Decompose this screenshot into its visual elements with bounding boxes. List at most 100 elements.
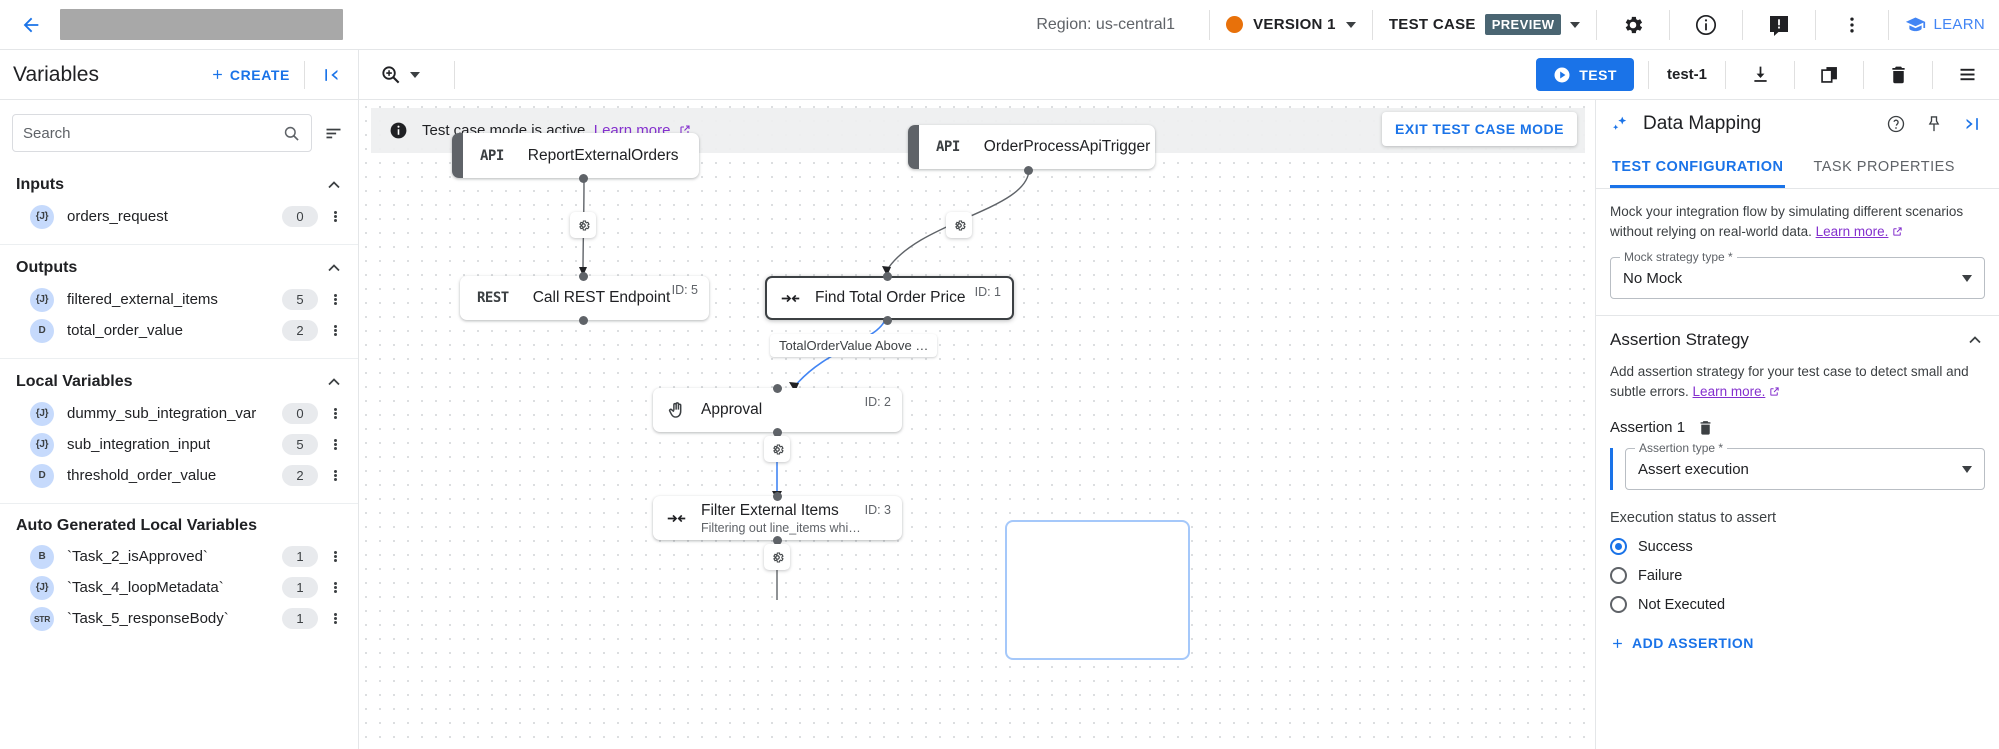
info-icon[interactable] — [1686, 5, 1726, 45]
more-vert-icon[interactable] — [324, 292, 346, 306]
node-report-external-orders[interactable]: API ReportExternalOrders — [452, 133, 699, 178]
edge-gear-icon[interactable] — [570, 212, 596, 238]
node-output-port[interactable] — [1024, 166, 1033, 175]
radio-option-not-executed[interactable]: Not Executed — [1596, 596, 1999, 614]
chevron-down-icon — [1962, 465, 1972, 473]
loop-container-box[interactable] — [1005, 520, 1190, 660]
variable-name: sub_integration_input — [67, 436, 211, 453]
more-vert-icon[interactable] — [324, 611, 346, 625]
collapse-right-icon[interactable] — [1959, 111, 1985, 137]
list-icon[interactable] — [1947, 55, 1987, 95]
delete-assertion-button[interactable] — [1697, 419, 1714, 436]
chevron-down-icon — [410, 71, 420, 78]
node-input-port[interactable] — [883, 272, 892, 281]
version-status-dot-icon — [1226, 16, 1244, 33]
variable-section-header[interactable]: Auto Generated Local Variables — [0, 504, 358, 541]
copy-icon[interactable] — [1809, 55, 1849, 95]
variable-row[interactable]: STR`Task_5_responseBody`1 — [0, 603, 358, 634]
radio-option-failure[interactable]: Failure — [1596, 567, 1999, 585]
version-selector[interactable]: VERSION 1 — [1226, 16, 1356, 33]
node-output-port[interactable] — [579, 316, 588, 325]
node-input-port[interactable] — [773, 384, 782, 393]
test-button[interactable]: TEST — [1536, 58, 1634, 91]
search-input[interactable] — [23, 124, 276, 142]
variable-name: `Task_5_responseBody` — [67, 610, 229, 627]
more-vert-icon[interactable] — [324, 468, 346, 482]
assertion-learn-more-link[interactable]: Learn more. — [1692, 383, 1766, 399]
node-find-total-order-price[interactable]: Find Total Order Price ID: 1 — [765, 276, 1014, 320]
test-case-selector[interactable]: TEST CASE PREVIEW — [1389, 14, 1581, 35]
divider — [1596, 9, 1598, 40]
variable-count-pill: 1 — [282, 608, 318, 629]
trash-icon[interactable] — [1878, 55, 1918, 95]
node-output-port[interactable] — [579, 174, 588, 183]
node-input-port[interactable] — [773, 492, 782, 501]
edge-condition-label[interactable]: TotalOrderValue Above … — [770, 334, 938, 357]
assertion-type-legend: Assertion type * — [1635, 441, 1728, 456]
create-variable-button[interactable]: CREATE — [210, 67, 290, 83]
flow-canvas[interactable]: Test case mode is active. Learn more. EX… — [359, 100, 1595, 749]
more-vert-icon[interactable] — [324, 437, 346, 451]
node-output-port[interactable] — [883, 316, 892, 325]
divider — [1742, 9, 1744, 40]
version-label: VERSION 1 — [1253, 16, 1336, 33]
data-mapping-icon — [1613, 116, 1627, 130]
variable-count-pill: 0 — [282, 403, 318, 424]
download-icon[interactable] — [1740, 55, 1780, 95]
node-call-rest-endpoint[interactable]: REST Call REST Endpoint ID: 5 — [460, 276, 709, 320]
divider — [1815, 9, 1817, 40]
tab-task-properties[interactable]: TASK PROPERTIES — [1813, 159, 1955, 175]
variable-row[interactable]: {J}`Task_4_loopMetadata`1 — [0, 572, 358, 603]
test-case-name[interactable]: test-1 — [1666, 66, 1707, 83]
node-subtitle: Filtering out line_items whi… — [701, 520, 861, 535]
pin-icon[interactable] — [1921, 111, 1947, 137]
divider — [1371, 9, 1373, 40]
mock-learn-more-link[interactable]: Learn more. — [1815, 223, 1889, 239]
variable-section-header[interactable]: Outputs — [0, 245, 358, 284]
variable-section-header[interactable]: Inputs — [0, 162, 358, 201]
more-vert-icon[interactable] — [324, 580, 346, 594]
mock-strategy-select[interactable]: Mock strategy type * No Mock — [1610, 250, 1985, 300]
radio-option-success[interactable]: Success — [1596, 538, 1999, 556]
learn-button[interactable]: LEARN — [1905, 14, 1985, 35]
zoom-control[interactable] — [359, 63, 440, 86]
assertion-type-select[interactable]: Assertion type * Assert execution — [1625, 441, 1985, 491]
back-arrow-icon[interactable] — [14, 8, 48, 42]
more-vert-icon[interactable] — [1832, 5, 1872, 45]
variable-row[interactable]: B`Task_2_isApproved`1 — [0, 541, 358, 572]
edge-gear-icon[interactable] — [764, 436, 790, 462]
edge-gear-icon[interactable] — [946, 212, 972, 238]
edge-gear-icon[interactable] — [764, 544, 790, 570]
tab-test-configuration[interactable]: TEST CONFIGURATION — [1610, 148, 1786, 188]
more-vert-icon[interactable] — [324, 209, 346, 223]
add-assertion-button[interactable]: ADD ASSERTION — [1596, 635, 1999, 651]
search-box[interactable] — [12, 114, 312, 152]
more-vert-icon[interactable] — [324, 323, 346, 337]
node-input-port[interactable] — [579, 272, 588, 281]
more-vert-icon[interactable] — [324, 549, 346, 563]
sort-icon[interactable] — [320, 120, 346, 146]
node-filter-external-items[interactable]: Filter External Items Filtering out line… — [653, 496, 902, 540]
exit-test-case-mode-button[interactable]: EXIT TEST CASE MODE — [1382, 112, 1577, 146]
collapse-left-icon[interactable] — [319, 62, 345, 88]
plus-icon — [1613, 638, 1622, 648]
divider — [1863, 60, 1864, 89]
assertion-strategy-header[interactable]: Assertion Strategy — [1596, 316, 1999, 350]
variable-section-header[interactable]: Local Variables — [0, 359, 358, 398]
feedback-icon[interactable] — [1759, 5, 1799, 45]
node-order-process-api-trigger[interactable]: API OrderProcessApiTrigger — [908, 125, 1155, 169]
node-output-port[interactable] — [773, 428, 782, 437]
assertion-type-value: Assert execution — [1638, 460, 1749, 478]
gear-icon[interactable] — [1613, 5, 1653, 45]
help-icon[interactable] — [1883, 111, 1909, 137]
node-output-port[interactable] — [773, 536, 782, 545]
test-case-label: TEST CASE — [1388, 16, 1476, 33]
node-approval[interactable]: Approval ID: 2 — [653, 388, 902, 432]
more-vert-icon[interactable] — [324, 406, 346, 420]
